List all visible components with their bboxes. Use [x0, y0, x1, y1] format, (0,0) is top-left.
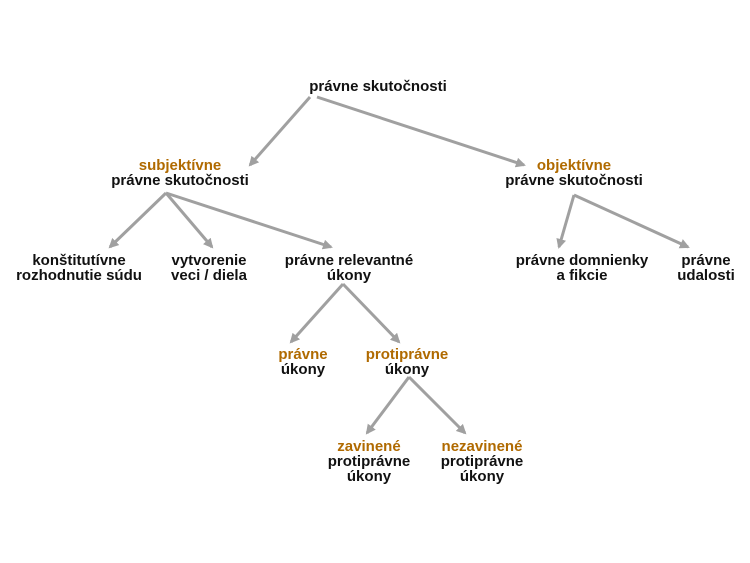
node-unlawful: protiprávne úkony	[366, 347, 449, 377]
node-events: právne udalosti	[677, 253, 735, 283]
node-culpable-qualifier: zavinené	[337, 438, 401, 455]
node-nonculpable-line2: úkony	[459, 468, 505, 485]
edge-relevant-to-lawful	[289, 282, 345, 344]
node-unlawful-line1: úkony	[384, 361, 430, 378]
node-presumptions: právne domnienky a fikcie	[516, 253, 649, 283]
node-culpable-line2: úkony	[346, 468, 392, 485]
node-creation-line2: veci / diela	[171, 267, 247, 284]
edge-subjective-to-constitutive	[108, 191, 168, 249]
node-constitutive: konštitutívne rozhodnutie súdu	[16, 253, 142, 283]
edge-root-to-subjective	[248, 96, 312, 167]
node-presumptions-line1: právne domnienky	[515, 252, 649, 269]
node-nonculpable-qualifier: nezavinené	[441, 438, 523, 455]
node-relevant-line2: úkony	[326, 267, 372, 284]
node-relevant-line1: právne relevantné	[284, 252, 414, 269]
node-subjective-line1: právne skutočnosti	[111, 172, 249, 189]
edge-relevant-to-unlawful	[341, 282, 401, 344]
node-culpable-line1: protiprávne	[327, 453, 411, 470]
node-objective-qualifier: objektívne	[536, 157, 612, 174]
node-nonculpable-line1: protiprávne	[440, 453, 524, 470]
node-nonculpable: nezavinené protiprávne úkony	[441, 439, 524, 484]
node-subjective: subjektívne právne skutočnosti	[111, 158, 249, 188]
node-events-line2: udalosti	[677, 267, 735, 284]
node-creation-line1: vytvorenie	[171, 252, 247, 269]
edge-unlawful-to-nonculpable	[407, 375, 467, 435]
node-creation: vytvorenie veci / diela	[171, 253, 247, 283]
node-lawful: právne úkony	[278, 347, 327, 377]
node-constitutive-line1: konštitutívne	[32, 252, 126, 269]
node-unlawful-qualifier: protiprávne	[365, 346, 449, 363]
node-events-line1: právne	[681, 252, 731, 269]
edge-objective-to-presumptions	[556, 194, 576, 249]
node-constitutive-line2: rozhodnutie súdu	[16, 267, 142, 284]
edge-subjective-to-creation	[164, 192, 214, 249]
node-lawful-qualifier: právne	[278, 346, 328, 363]
node-root: právne skutočnosti	[309, 79, 447, 94]
node-root-line1: právne skutočnosti	[309, 78, 447, 95]
edge-unlawful-to-culpable	[365, 376, 411, 435]
node-presumptions-line2: a fikcie	[556, 267, 608, 284]
node-relevant: právne relevantné úkony	[285, 253, 413, 283]
node-subjective-qualifier: subjektívne	[138, 157, 222, 174]
node-objective-line1: právne skutočnosti	[505, 172, 643, 189]
node-lawful-line1: úkony	[280, 361, 326, 378]
node-objective: objektívne právne skutočnosti	[505, 158, 643, 188]
edge-subjective-to-relevant	[165, 191, 333, 250]
edge-objective-to-events	[573, 193, 690, 249]
node-culpable: zavinené protiprávne úkony	[328, 439, 411, 484]
edge-root-to-objective	[316, 95, 526, 168]
